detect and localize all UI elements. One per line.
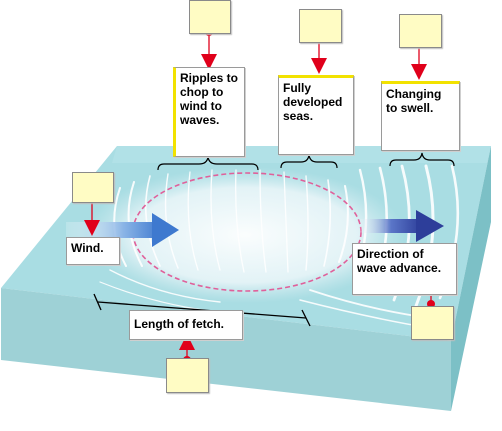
label-direction: Direction of wave advance. xyxy=(352,243,457,295)
label-fully-developed-text: Fully developed seas. xyxy=(283,81,343,123)
brace-ripples xyxy=(157,156,259,171)
label-changing: Changing to swell. xyxy=(381,81,460,151)
pin-box-fully-developed[interactable] xyxy=(299,9,342,43)
label-changing-text: Changing to swell. xyxy=(386,87,442,115)
pin-box-fetch[interactable] xyxy=(166,358,209,393)
label-wind-text: Wind. xyxy=(71,241,104,255)
brace-changing xyxy=(389,152,455,167)
label-fetch: Length of fetch. xyxy=(129,310,243,340)
pin-box-wind[interactable] xyxy=(72,172,114,203)
label-wind: Wind. xyxy=(66,237,120,265)
sea-front-face xyxy=(1,288,451,411)
sea-side-face xyxy=(451,146,491,411)
wave-advance-arrow xyxy=(360,210,444,242)
label-ripples-text: Ripples to chop to wind to waves. xyxy=(180,71,239,127)
brace-fully-developed xyxy=(280,154,338,169)
pin-box-changing[interactable] xyxy=(399,14,442,48)
label-fetch-text: Length of fetch. xyxy=(134,317,224,331)
label-direction-text: Direction of wave advance. xyxy=(357,247,442,275)
braces xyxy=(157,152,455,171)
pin-box-direction[interactable] xyxy=(411,306,454,340)
pin-box-ripples[interactable] xyxy=(189,0,231,34)
label-ripples: Ripples to chop to wind to waves. xyxy=(173,67,245,157)
label-fully-developed: Fully developed seas. xyxy=(278,75,354,155)
